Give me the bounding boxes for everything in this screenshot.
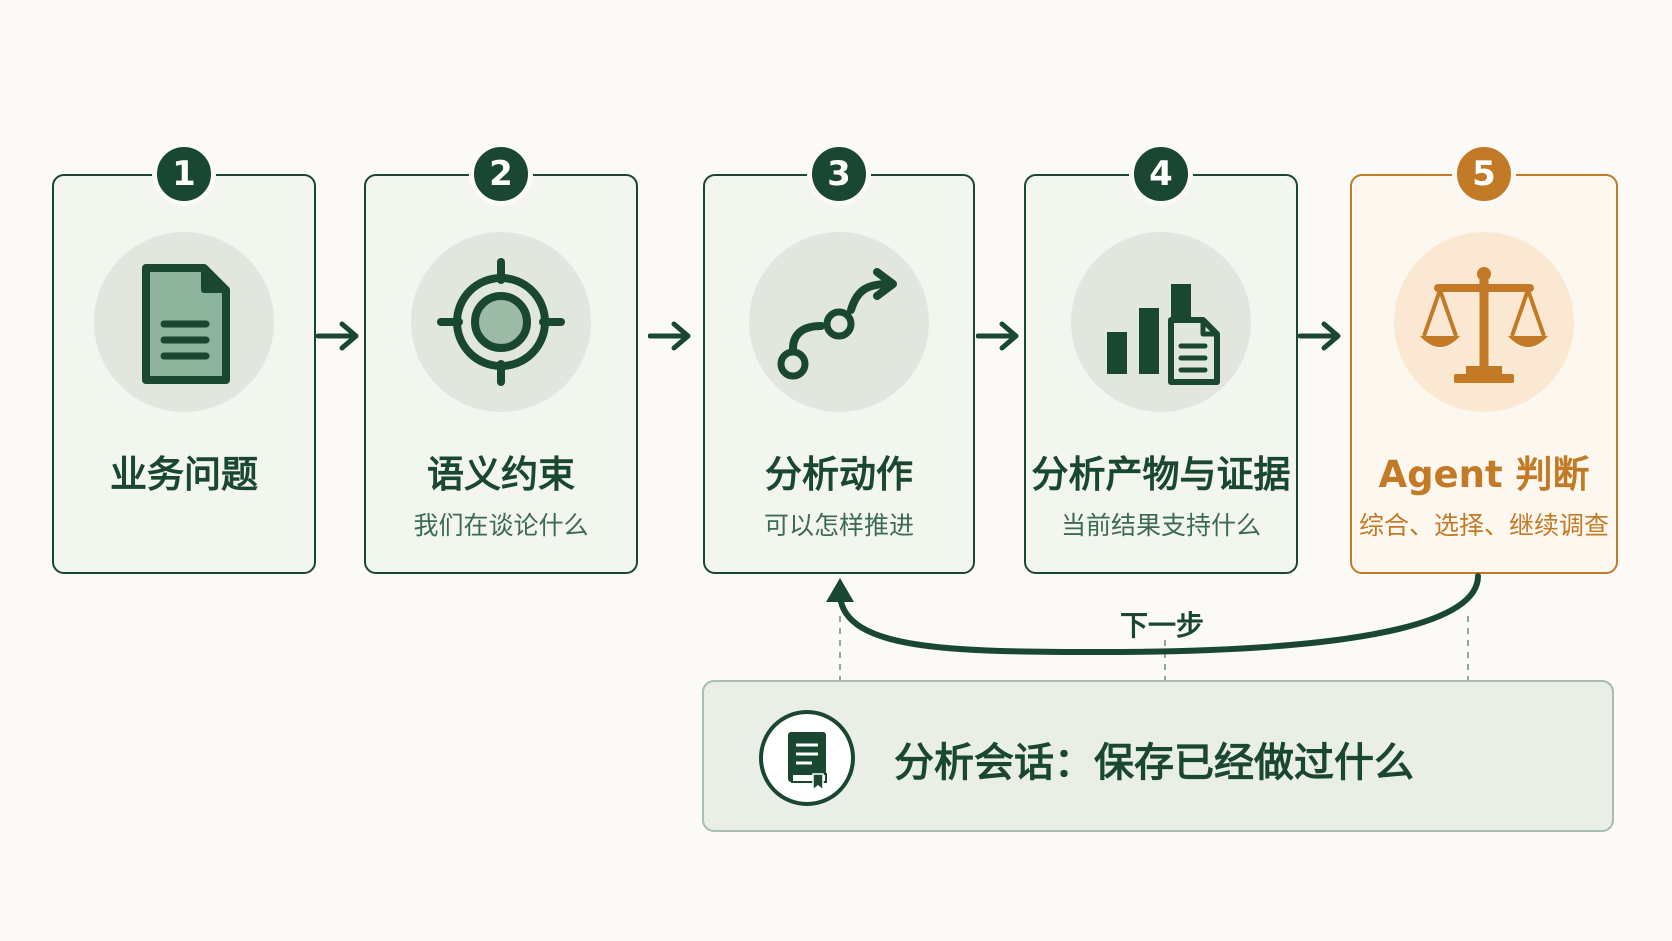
step-badge-5: 5 [1452, 142, 1516, 206]
scales-icon [1394, 232, 1574, 412]
step-title-1: 业务问题 [110, 453, 258, 496]
arrow-right-icon [316, 321, 359, 351]
arrow-right-icon [976, 321, 1019, 351]
target-icon [411, 232, 591, 412]
step-title-5: Agent 判断 [1378, 453, 1590, 496]
step-badge-2: 2 [469, 142, 533, 206]
step-title-2: 语义约束 [427, 453, 575, 496]
arrow-right-icon [648, 321, 691, 351]
step-card-4: 4 分析产物与证据 当前结果支持什么 [1024, 142, 1298, 574]
step-subtitle-2: 我们在谈论什么 [413, 511, 589, 540]
step-card-3: 3 分析动作 可以怎样推进 [703, 142, 975, 574]
document-icon [94, 232, 274, 412]
session-text: 分析会话：保存已经做过什么 [894, 740, 1414, 786]
arrow-right-icon [1298, 321, 1341, 351]
step-subtitle-4: 当前结果支持什么 [1060, 511, 1261, 540]
step-badge-4: 4 [1129, 142, 1193, 206]
chart-document-icon [1071, 232, 1251, 412]
step-title-3: 分析动作 [765, 453, 913, 496]
session-panel: 分析会话：保存已经做过什么 [702, 680, 1614, 832]
step-badge-3: 3 [807, 142, 871, 206]
path-arrow-icon [749, 232, 929, 412]
book-icon [759, 710, 855, 806]
step-card-1: 1 业务问题 [52, 142, 316, 574]
step-card-5: 5 Agent 判断 综合、选择、继续调查 [1350, 142, 1618, 574]
next-step-label: 下一步 [1120, 609, 1205, 642]
step-card-2: 2 语义约束 我们在谈论什么 [364, 142, 638, 574]
step-badge-1: 1 [152, 142, 216, 206]
step-subtitle-3: 可以怎样推进 [763, 511, 914, 540]
step-subtitle-5: 综合、选择、继续调查 [1358, 511, 1609, 540]
step-title-4: 分析产物与证据 [1031, 453, 1291, 496]
